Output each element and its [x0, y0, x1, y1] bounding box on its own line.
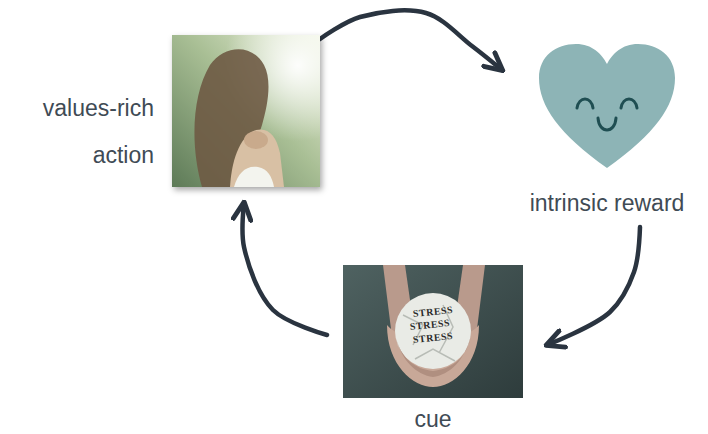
woman-photo [172, 35, 320, 187]
reward-heart: intrinsic reward [512, 42, 702, 217]
node-label: cue [343, 406, 523, 433]
node-label: values-rich action [4, 85, 154, 179]
cue-photo: cue [343, 265, 523, 433]
cycle-arrow [320, 10, 502, 70]
heart-face-icon [537, 42, 677, 172]
cycle-arrow [242, 203, 327, 335]
action-photo: values-rich action [172, 35, 320, 187]
cycle-arrow [547, 227, 640, 345]
node-label: intrinsic reward [512, 190, 702, 217]
